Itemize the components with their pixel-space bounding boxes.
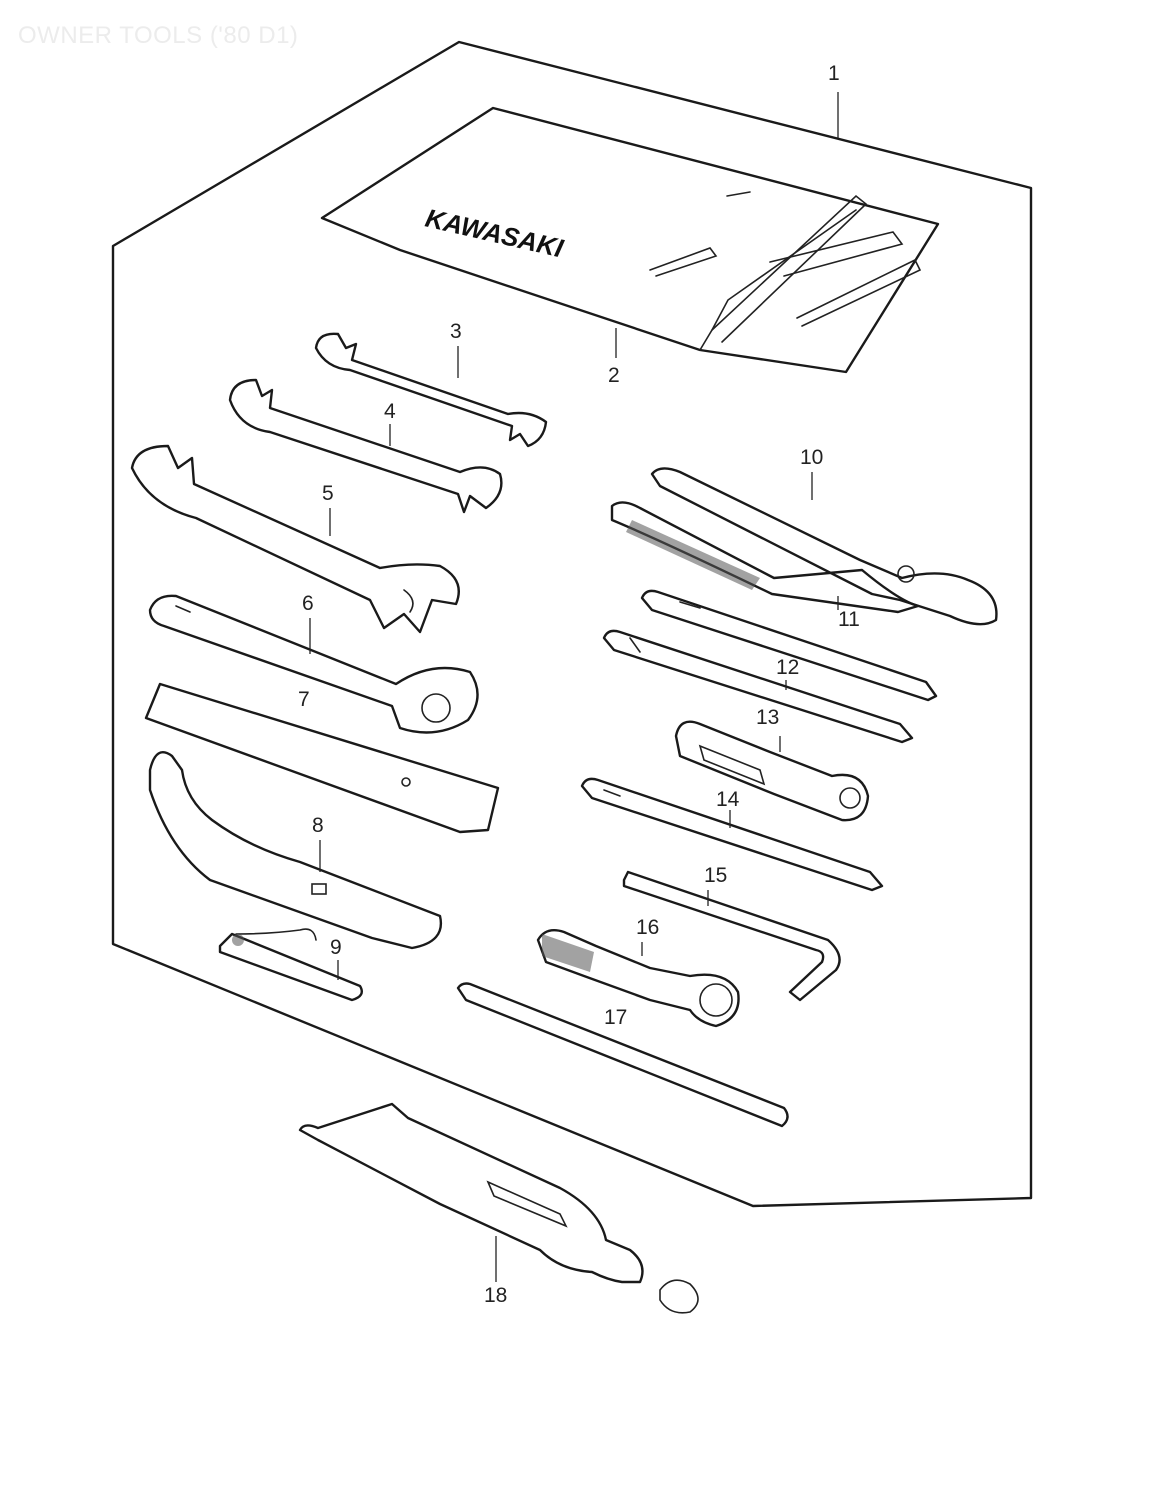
callout-1: 1 [828,62,840,85]
toolkit-box-outline [111,40,1033,1208]
callout-18: 18 [484,1284,507,1307]
tommy-bar [456,982,789,1128]
screwdriver-long [580,777,884,892]
callout-15: 15 [704,864,727,887]
callout-13: 13 [756,706,779,729]
screwdriver-shaft [602,629,914,744]
callout-labels: 1 2 3 4 5 6 7 8 9 10 11 12 13 14 15 16 1… [298,62,860,1307]
callout-6: 6 [302,592,314,615]
flat-handle [144,682,500,834]
page-title: OWNER TOOLS ('80 D1) [18,22,299,49]
callout-5: 5 [322,482,334,505]
callout-8: 8 [312,814,324,837]
wrench-medium [228,378,503,514]
callout-10: 10 [800,446,823,469]
brand-logo: KAWASAKI [423,203,567,264]
callout-17: 17 [604,1006,627,1029]
wrench-small [314,332,548,448]
hex-key [622,870,841,1002]
callout-2: 2 [608,364,620,387]
callout-12: 12 [776,656,799,679]
tool-bag: KAWASAKI [320,106,940,374]
pliers [610,467,998,626]
callout-7: 7 [298,688,310,711]
spark-plug-socket [536,929,740,1028]
screwdriver-grip [674,720,870,822]
callout-3: 3 [450,320,462,343]
tire-pressure-gauge [298,1102,699,1314]
leader-lines [309,92,839,1282]
callout-11: 11 [838,608,860,631]
callout-14: 14 [716,788,740,811]
wrench-large [130,444,460,634]
callout-4: 4 [384,400,396,423]
callout-9: 9 [330,936,342,959]
hook-spanner [148,751,443,950]
spring-hook-tool [218,928,363,1002]
ring-wrench [148,594,479,734]
screwdriver-handle [640,589,938,702]
callout-16: 16 [636,916,659,939]
